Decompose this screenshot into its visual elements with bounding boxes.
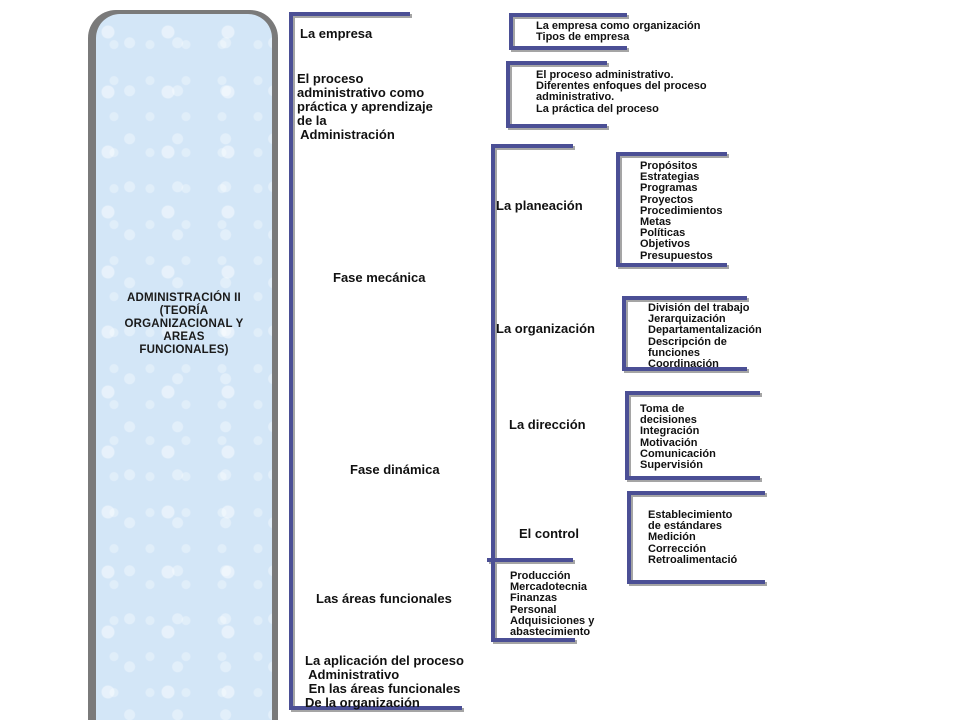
detail-item: Políticas bbox=[640, 227, 686, 240]
detail-item: Comunicación bbox=[640, 447, 716, 460]
subtopic-direccion-text: La dirección bbox=[509, 417, 586, 432]
fases-bracket-shadow bbox=[493, 146, 577, 644]
root-panel: ADMINISTRACIÓN II (TEORÍA ORGANIZACIONAL… bbox=[88, 10, 278, 720]
detail-item: Proyectos bbox=[640, 193, 694, 206]
topic-proceso-line: El proceso bbox=[297, 71, 364, 86]
detail-item: Tipos de empresa bbox=[536, 31, 630, 44]
topic-areas-text: Las áreas funcionales bbox=[316, 591, 452, 606]
detail-item: decisiones bbox=[640, 414, 697, 427]
topic-aplicacion-line: En las áreas funcionales bbox=[305, 681, 461, 696]
detail-item: La práctica del proceso bbox=[536, 102, 659, 115]
direccion-bracket bbox=[625, 391, 760, 480]
subtopic-control: El control bbox=[519, 527, 579, 541]
empresa-bracket bbox=[509, 13, 627, 50]
detail-item: Jerarquización bbox=[648, 313, 726, 326]
details-empresa: La empresa como organización Tipos de em… bbox=[536, 20, 701, 44]
root-title-line: FUNCIONALES) bbox=[139, 344, 229, 356]
proceso-bracket bbox=[506, 61, 607, 128]
topic-aplicacion-line: Administrativo bbox=[305, 667, 400, 682]
detail-item: Motivación bbox=[640, 436, 698, 449]
subtopic-organizacion-text: La organización bbox=[496, 321, 595, 336]
detail-item: Medición bbox=[648, 531, 696, 544]
topic-empresa-text: La empresa bbox=[300, 26, 373, 41]
root-panel-background: ADMINISTRACIÓN II (TEORÍA ORGANIZACIONAL… bbox=[96, 14, 272, 720]
topic-proceso-line: Administración bbox=[297, 127, 395, 142]
detail-item: Retroalimentació bbox=[648, 553, 738, 566]
detail-item: Presupuestos bbox=[640, 249, 713, 262]
topic-fase-dinamica-text: Fase dinámica bbox=[350, 462, 440, 477]
detail-item: Corrección bbox=[648, 542, 707, 555]
detail-item: Departamentalización bbox=[648, 324, 762, 337]
detail-item: El proceso administrativo. bbox=[536, 69, 674, 81]
detail-item: Integración bbox=[640, 425, 700, 438]
topic-fase-mecanica-text: Fase mecánica bbox=[333, 270, 426, 285]
topic-proceso-line: de la bbox=[297, 113, 327, 128]
detail-item: abastecimiento bbox=[510, 626, 591, 639]
subtopic-planeacion-text: La planeación bbox=[496, 198, 583, 213]
detail-item: Metas bbox=[640, 216, 672, 229]
subtopic-control-text: El control bbox=[519, 526, 579, 541]
root-title: ADMINISTRACIÓN II (TEORÍA ORGANIZACIONAL… bbox=[96, 292, 272, 357]
fases-bracket bbox=[491, 144, 575, 642]
detail-item: Supervisión bbox=[640, 459, 703, 472]
detail-item: Objetivos bbox=[640, 238, 691, 251]
details-proceso: El proceso administrativo. Diferentes en… bbox=[536, 69, 707, 115]
detail-item: División del trabajo bbox=[648, 302, 750, 314]
detail-item: Adquisiciones y bbox=[510, 614, 595, 627]
detail-item: Diferentes enfoques del proceso bbox=[536, 80, 707, 93]
details-control: Establecimiento de estándares Medición C… bbox=[648, 509, 738, 566]
topic-fase-dinamica: Fase dinámica bbox=[350, 463, 440, 477]
subtopic-organizacion: La organización bbox=[496, 322, 595, 336]
detail-item: Mercadotecnia bbox=[510, 581, 588, 594]
topic-proceso-line: práctica y aprendizaje bbox=[297, 99, 433, 114]
subtopic-direccion: La dirección bbox=[509, 418, 586, 432]
detail-item: La empresa como organización bbox=[536, 20, 701, 32]
topic-aplicacion: La aplicación del proceso Administrativo… bbox=[305, 654, 464, 710]
details-areas: Producción Mercadotecnia Finanzas Person… bbox=[510, 570, 595, 639]
root-title-line: ADMINISTRACIÓN II bbox=[127, 292, 241, 304]
detail-item: Programas bbox=[640, 182, 698, 195]
topic-empresa: La empresa bbox=[300, 27, 372, 41]
subtopic-planeacion: La planeación bbox=[496, 199, 583, 213]
detail-item: Personal bbox=[510, 603, 557, 616]
detail-item: Establecimiento bbox=[648, 509, 733, 521]
details-planeacion: Propósitos Estrategias Programas Proyect… bbox=[640, 160, 723, 262]
detail-item: administrativo. bbox=[536, 91, 615, 104]
details-direccion: Toma de decisiones Integración Motivació… bbox=[640, 403, 716, 472]
detail-item: de estándares bbox=[648, 520, 722, 533]
topic-aplicacion-line: La aplicación del proceso bbox=[305, 653, 464, 668]
control-bracket bbox=[627, 491, 765, 584]
main-bracket bbox=[289, 12, 462, 710]
detail-item: Coordinación bbox=[648, 358, 719, 371]
detail-item: Propósitos bbox=[640, 160, 698, 172]
planeacion-bracket bbox=[616, 152, 727, 267]
detail-item: Descripción de bbox=[648, 335, 727, 348]
root-title-line: (TEORÍA bbox=[159, 305, 209, 317]
topic-fase-mecanica: Fase mecánica bbox=[333, 271, 426, 285]
detail-item: Procedimientos bbox=[640, 204, 723, 217]
root-title-line: ORGANIZACIONAL Y bbox=[124, 318, 244, 330]
detail-item: Producción bbox=[510, 570, 571, 582]
topic-aplicacion-line: De la organización bbox=[305, 695, 420, 710]
detail-item: Estrategias bbox=[640, 171, 700, 184]
topic-areas-funcionales: Las áreas funcionales bbox=[316, 592, 452, 606]
detail-item: Toma de bbox=[640, 403, 685, 415]
detail-item: Finanzas bbox=[510, 592, 558, 605]
topic-proceso: El proceso administrativo como práctica … bbox=[297, 72, 433, 142]
organizacion-bracket bbox=[622, 296, 747, 371]
root-title-line: AREAS bbox=[163, 331, 205, 343]
topic-proceso-line: administrativo como bbox=[297, 85, 425, 100]
detail-item: funciones bbox=[648, 346, 700, 359]
details-organizacion: División del trabajo Jerarquización Depa… bbox=[648, 302, 762, 371]
